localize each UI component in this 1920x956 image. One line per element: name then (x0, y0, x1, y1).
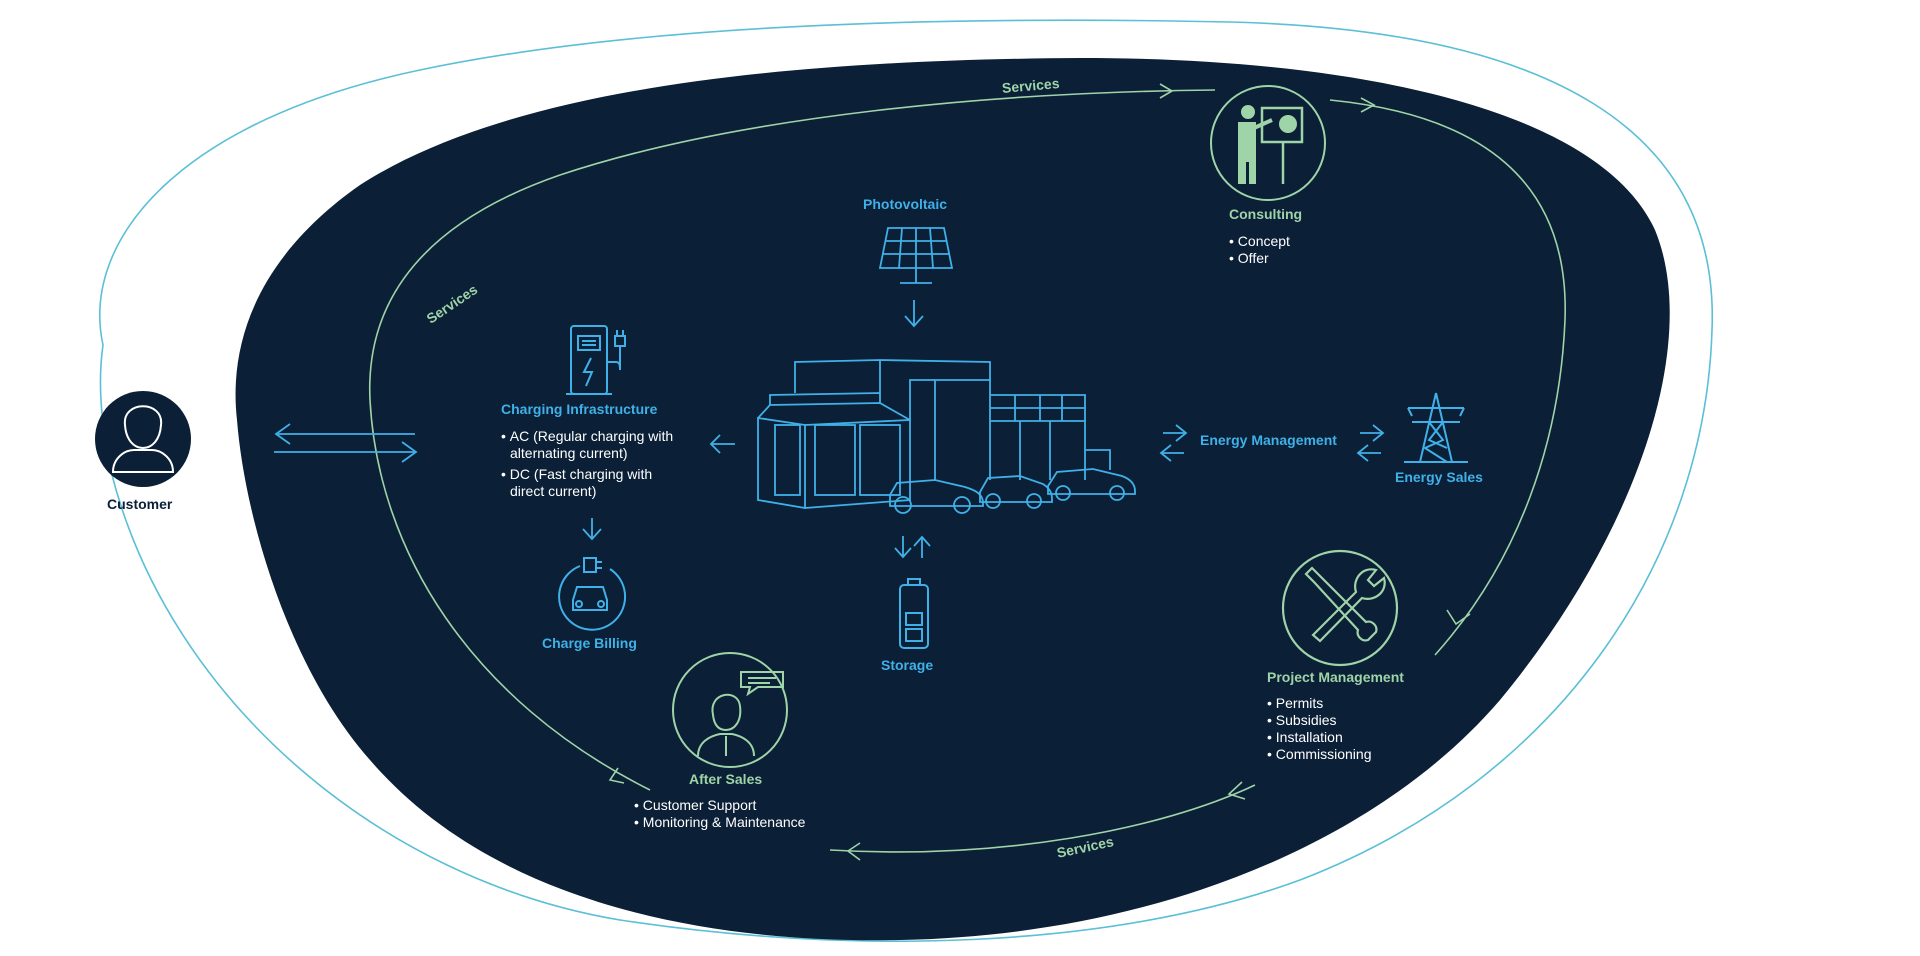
building-with-cars-icon (757, 359, 1136, 514)
storage-exchange-arrows (894, 535, 931, 559)
charging-station-icon (566, 325, 626, 395)
list-item: Monitoring & Maintenance (634, 814, 806, 831)
list-item: Installation (1267, 729, 1372, 746)
photovoltaic-title: Photovoltaic (863, 196, 948, 212)
support-agent-icon (672, 652, 788, 768)
list-item: Offer (1229, 250, 1290, 267)
services-arrowhead (608, 767, 625, 784)
presenter-icon (1210, 85, 1326, 201)
car-plug-icon (558, 557, 627, 631)
tools-icon (1281, 549, 1399, 667)
solar-panel-icon (878, 227, 954, 284)
consulting-title: Consulting (1229, 206, 1303, 222)
services-arrowhead (1360, 97, 1376, 113)
list-item: Commissioning (1267, 746, 1372, 763)
services-arrowhead (846, 842, 861, 861)
energy-management-arrows-right (1356, 424, 1385, 462)
project-management-title: Project Management (1267, 669, 1404, 685)
after-sales-items: Customer Support Monitoring & Maintenanc… (634, 797, 806, 831)
charging-to-billing-arrow (582, 518, 602, 541)
charging-infrastructure-title: Charging Infrastructure (501, 401, 658, 417)
energy-management-arrows-left (1159, 424, 1188, 462)
outer-ring (99, 19, 1713, 942)
customer-exchange-arrows (274, 423, 418, 463)
services-arrowhead (1159, 83, 1174, 99)
charge-billing-title: Charge Billing (542, 635, 637, 651)
services-arrowhead (1227, 781, 1246, 800)
core-blob (235, 58, 1670, 941)
list-item: AC (Regular charging with alternating cu… (501, 428, 681, 462)
list-item: Subsidies (1267, 712, 1372, 729)
consulting-items: Concept Offer (1229, 233, 1290, 267)
energy-sales-title: Energy Sales (1395, 469, 1483, 485)
list-item: Customer Support (634, 797, 805, 814)
after-sales-title: After Sales (689, 771, 763, 787)
person-icon (95, 391, 191, 487)
pv-to-site-arrow (904, 300, 924, 328)
list-item: Permits (1267, 695, 1372, 712)
customer-label: Customer (107, 496, 173, 512)
power-pylon-icon (1404, 392, 1468, 463)
services-arrowhead (1446, 609, 1471, 626)
project-management-items: Permits Subsidies Installation Commissio… (1267, 695, 1372, 763)
storage-title: Storage (881, 657, 934, 673)
battery-icon (899, 578, 929, 649)
charging-infrastructure-items: AC (Regular charging with alternating cu… (501, 428, 681, 500)
site-to-charging-arrow (709, 434, 735, 454)
list-item: Concept (1229, 233, 1290, 250)
list-item: DC (Fast charging with direct current) (501, 466, 681, 500)
energy-management-title: Energy Management (1200, 432, 1337, 448)
services-loop (368, 89, 1566, 853)
